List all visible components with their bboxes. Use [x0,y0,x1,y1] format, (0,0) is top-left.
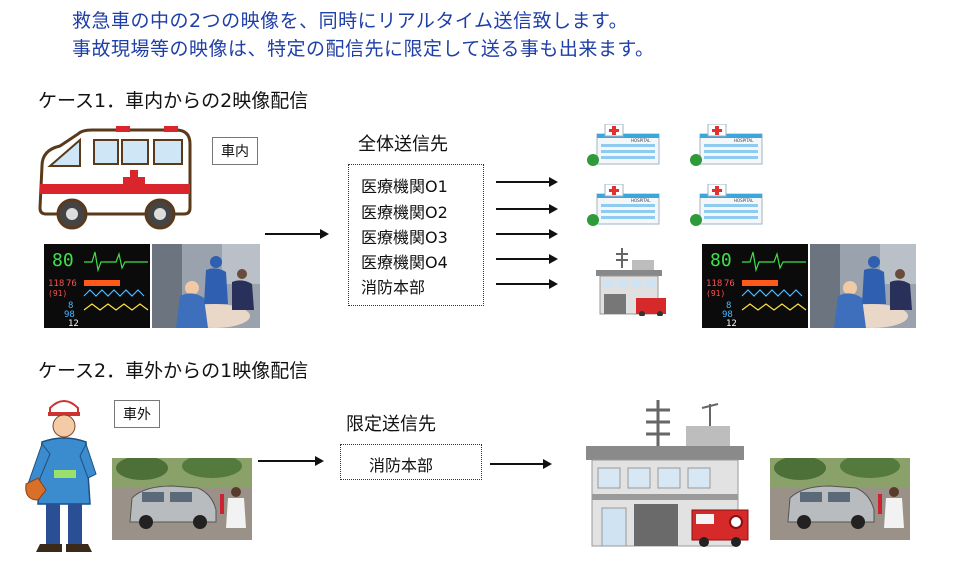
case1-dest-item: 医療機関O3 [361,228,448,247]
case2-dest-item: 消防本部 [369,456,434,475]
hospital-icon: HOSPITAL [688,124,764,166]
svg-text:HOSPITAL: HOSPITAL [631,138,651,143]
case1-dest-item: 医療機関O4 [361,253,448,272]
fire-station-icon [592,246,668,316]
arrow-to-case2-destination [258,455,324,467]
case2-dest-box: 消防本部 [340,444,482,480]
monitor-reading: 12 [68,319,79,328]
case1-dest-box: 医療機関O1 医療機関O2 医療機関O3 医療機関O4 消防本部 [348,164,484,306]
monitor-reading: (91) [706,289,725,298]
hospital-icon: HOSPITAL [585,184,661,226]
case1-dest-item: 医療機関O2 [361,203,448,222]
header-line-2: 事故現場等の映像は、特定の配信先に限定して送る事も出来ます。 [72,38,655,60]
arrow-dest-5 [496,278,558,290]
svg-text:HOSPITAL: HOSPITAL [734,198,754,203]
rescue-worker-icon [24,394,104,554]
accident-scene-image [112,458,252,540]
hospital-icon: HOSPITAL [585,124,661,166]
hospital-icon: HOSPITAL [688,184,764,226]
ambulance-icon [34,126,196,230]
received-patient-scene-image [810,244,916,328]
monitor-reading: 8 [726,301,731,311]
arrow-dest-2 [496,203,558,215]
received-accident-scene-image [770,458,910,540]
monitor-reading: 118 [706,279,722,289]
monitor-reading: 118 [48,279,64,289]
case1-dest-item: 医療機関O1 [361,177,448,196]
case2-tag: 車外 [114,400,160,428]
received-vital-monitor-image: 80 118 76 (91) 8 98 12 [702,244,808,328]
case1-title: ケース1．車内からの2映像配信 [38,90,309,112]
arrow-dest-1 [496,176,558,188]
case1-dest-item: 消防本部 [361,278,426,297]
fire-station-large-icon [584,398,752,548]
case1-dest-title: 全体送信先 [358,134,448,155]
monitor-reading: 98 [722,310,733,320]
header-line-1: 救急車の中の2つの映像を、同時にリアルタイム送信致します。 [72,10,629,32]
case2-dest-title: 限定送信先 [346,414,436,435]
patient-scene-image [152,244,260,328]
svg-text:HOSPITAL: HOSPITAL [734,138,754,143]
monitor-reading: 12 [726,319,737,328]
monitor-reading: 98 [64,310,75,320]
arrow-to-fire-station [490,458,552,470]
arrow-dest-4 [496,253,558,265]
svg-text:HOSPITAL: HOSPITAL [631,198,651,203]
monitor-reading: 80 [710,250,732,271]
monitor-reading: 80 [52,250,74,271]
case1-tag: 車内 [212,137,258,165]
monitor-reading: 76 [66,279,77,289]
arrow-to-case1-destinations [265,228,329,240]
arrow-dest-3 [496,228,558,240]
monitor-reading: 76 [724,279,735,289]
vital-monitor-image: 80 118 76 (91) 8 98 12 [44,244,150,328]
case2-title: ケース2．車外からの1映像配信 [38,360,309,382]
monitor-reading: (91) [48,289,67,298]
monitor-reading: 8 [68,301,73,311]
